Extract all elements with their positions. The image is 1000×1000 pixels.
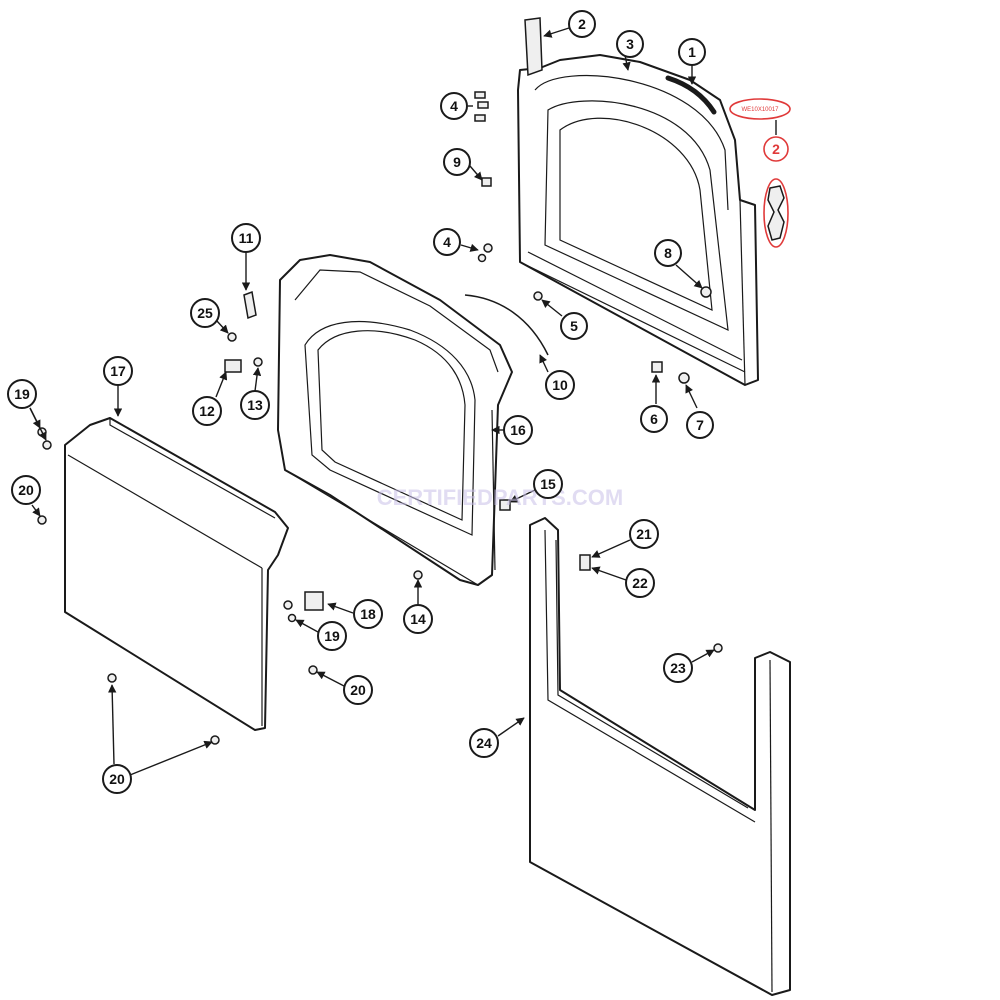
svg-text:19: 19 <box>14 386 30 402</box>
svg-text:4: 4 <box>443 234 451 250</box>
svg-text:17: 17 <box>110 363 126 379</box>
callout-2-right[interactable]: 2 <box>763 136 789 162</box>
svg-text:7: 7 <box>696 417 704 433</box>
svg-text:10: 10 <box>552 377 568 393</box>
svg-text:13: 13 <box>247 397 263 413</box>
callout-25[interactable]: 25 <box>190 298 220 328</box>
callout-5[interactable]: 5 <box>560 312 588 340</box>
svg-text:21: 21 <box>636 526 652 542</box>
callout-11[interactable]: 11 <box>231 223 261 253</box>
svg-text:14: 14 <box>410 611 426 627</box>
callout-17[interactable]: 17 <box>103 356 133 386</box>
callout-19-center[interactable]: 19 <box>317 621 347 651</box>
callout-19-left[interactable]: 19 <box>7 379 37 409</box>
svg-text:15: 15 <box>540 476 556 492</box>
callout-3[interactable]: 3 <box>616 30 644 58</box>
svg-text:8: 8 <box>664 245 672 261</box>
svg-text:19: 19 <box>324 628 340 644</box>
callout-24[interactable]: 24 <box>469 728 499 758</box>
svg-text:20: 20 <box>109 771 125 787</box>
top-panel <box>64 417 289 731</box>
callout-20-left[interactable]: 20 <box>11 475 41 505</box>
svg-text:23: 23 <box>670 660 686 676</box>
callout-13[interactable]: 13 <box>240 390 270 420</box>
front-panel-frame <box>277 254 513 586</box>
top-gasket-strip <box>665 75 717 115</box>
rear-panel <box>517 17 759 386</box>
callout-10[interactable]: 10 <box>545 370 575 400</box>
callout-14[interactable]: 14 <box>403 604 433 634</box>
callout-15[interactable]: 15 <box>533 469 563 499</box>
lower-front-panel <box>529 517 791 996</box>
svg-text:18: 18 <box>360 606 376 622</box>
callout-4-lower[interactable]: 4 <box>433 228 461 256</box>
svg-text:25: 25 <box>197 305 213 321</box>
side-bracket <box>767 185 785 241</box>
svg-text:9: 9 <box>453 154 461 170</box>
drum-seal-arc <box>464 294 549 356</box>
svg-text:3: 3 <box>626 36 634 52</box>
svg-text:12: 12 <box>199 403 215 419</box>
svg-text:24: 24 <box>476 735 492 751</box>
callout-bubbles: 1 2 3 4 4 2 5 6 7 8 9 10 11 12 13 14 15 … <box>7 10 789 794</box>
svg-text:20: 20 <box>18 482 34 498</box>
highlight-tag-text: WE10X10017 <box>741 107 779 113</box>
svg-text:2: 2 <box>772 141 780 157</box>
svg-text:16: 16 <box>510 422 526 438</box>
callout-6[interactable]: 6 <box>640 405 668 433</box>
leader-lines <box>29 27 777 776</box>
callout-9[interactable]: 9 <box>443 148 471 176</box>
callout-20-center[interactable]: 20 <box>343 675 373 705</box>
callout-12[interactable]: 12 <box>192 396 222 426</box>
callout-20-bottom[interactable]: 20 <box>102 764 132 794</box>
callout-1[interactable]: 1 <box>678 38 706 66</box>
svg-text:22: 22 <box>632 575 648 591</box>
svg-text:11: 11 <box>239 230 254 246</box>
callout-23[interactable]: 23 <box>663 653 693 683</box>
svg-text:6: 6 <box>650 411 658 427</box>
highlight-group: WE10X10017 <box>729 98 791 248</box>
callout-4-upper[interactable]: 4 <box>440 92 468 120</box>
callout-8[interactable]: 8 <box>654 239 682 267</box>
callout-21[interactable]: 21 <box>629 519 659 549</box>
svg-text:20: 20 <box>350 682 366 698</box>
svg-text:4: 4 <box>450 98 458 114</box>
callout-22[interactable]: 22 <box>625 568 655 598</box>
callout-7[interactable]: 7 <box>686 411 714 439</box>
callout-16[interactable]: 16 <box>503 415 533 445</box>
svg-text:1: 1 <box>688 44 696 60</box>
svg-text:2: 2 <box>578 16 586 32</box>
callout-2-top[interactable]: 2 <box>568 10 596 38</box>
svg-text:5: 5 <box>570 318 578 334</box>
watermark-text: CERTIFIEDPARTS.COM <box>377 485 623 510</box>
hardware <box>37 91 723 745</box>
callout-18[interactable]: 18 <box>353 599 383 629</box>
